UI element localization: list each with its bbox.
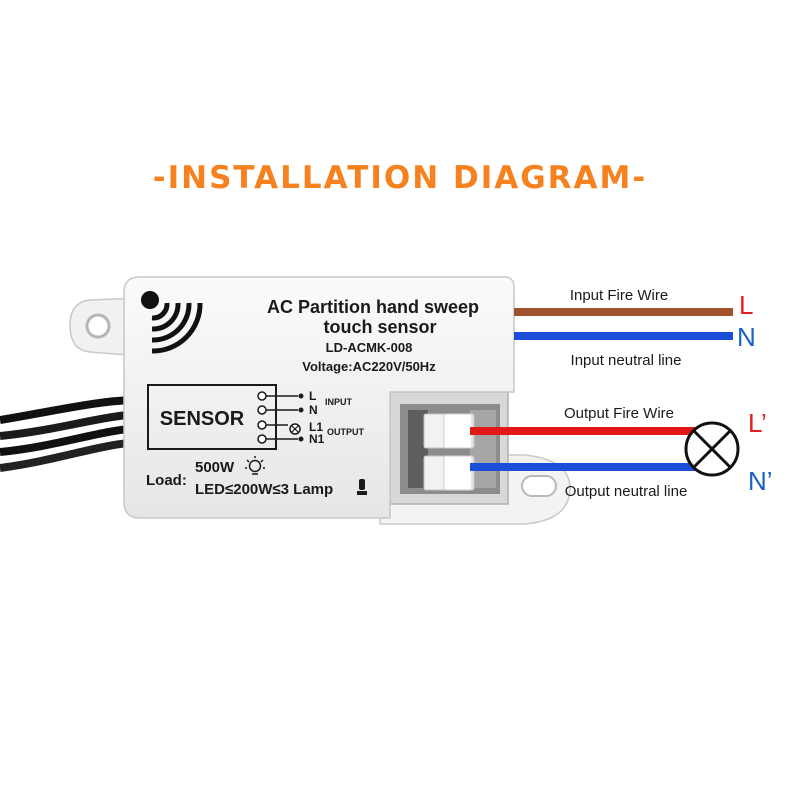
device-model: LD-ACMK-008	[326, 340, 413, 355]
terminal-l1-label: L1	[309, 420, 323, 434]
input-neutral-label: Input neutral line	[571, 352, 682, 369]
sensor-body	[123, 276, 515, 519]
sensor-label: SENSOR	[160, 408, 245, 430]
terminal-block	[389, 391, 509, 505]
black-cables	[0, 396, 141, 472]
line-l-out-label: L’	[748, 408, 767, 438]
wireless-sensor-icon	[141, 291, 203, 354]
sensor-schematic: SENSOR L N L1 N1 INPUT OUTPUT	[147, 384, 365, 450]
device-voltage: Voltage:AC220V/50Hz	[302, 359, 436, 374]
device-name-line2: touch sensor	[323, 317, 436, 337]
terminal-n-label: N	[309, 403, 318, 417]
load-label: Load:	[146, 472, 187, 489]
device-name-line1: AC Partition hand sweep	[267, 297, 479, 317]
line-n-label: N	[737, 322, 756, 352]
load-incandescent: 500W	[195, 459, 235, 476]
output-label: OUTPUT	[327, 427, 365, 437]
output-fire-label: Output Fire Wire	[564, 405, 674, 422]
load-led: LED≤200W≤3 Lamp	[195, 481, 333, 498]
lamp-symbol-icon	[289, 423, 301, 435]
led-lamp-icon	[357, 479, 367, 495]
terminal-n1-label: N1	[309, 432, 325, 446]
output-neutral-label: Output neutral line	[565, 483, 688, 500]
lamp-icon	[684, 421, 740, 477]
diagram-title: -INSTALLATION DIAGRAM-	[152, 160, 648, 196]
input-fire-label: Input Fire Wire	[570, 287, 668, 304]
input-label: INPUT	[325, 397, 353, 407]
line-l-label: L	[739, 290, 753, 320]
line-n-out-label: N’	[748, 466, 773, 496]
left-mounting-tab	[69, 297, 141, 357]
terminal-l-label: L	[309, 389, 316, 403]
bulb-icon	[245, 456, 265, 475]
